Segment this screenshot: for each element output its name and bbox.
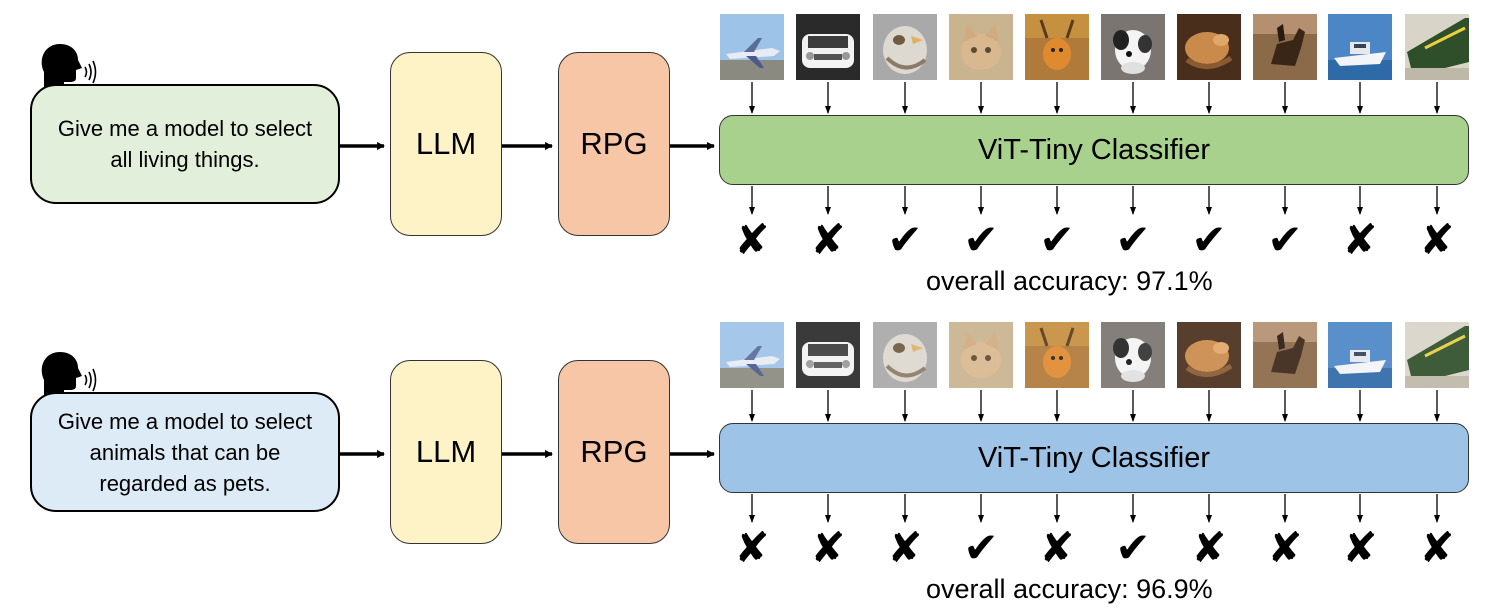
- check-mark-icon: ✔: [1115, 215, 1151, 264]
- llm-box: LLM: [390, 360, 502, 544]
- cross-mark-icon: ✘: [1419, 215, 1455, 264]
- bird-image: [873, 322, 937, 388]
- cross-mark-icon: ✘: [1342, 523, 1378, 572]
- cross-mark-icon: ✘: [887, 523, 923, 572]
- check-mark-icon: ✔: [887, 215, 923, 264]
- cross-mark-icon: ✘: [734, 523, 770, 572]
- truck-image: [1405, 322, 1469, 388]
- ship-image: [1328, 322, 1392, 388]
- accuracy-label: overall accuracy: 96.9%: [926, 574, 1213, 604]
- rpg-box: RPG: [558, 360, 670, 544]
- ship-image: [1328, 14, 1392, 80]
- check-mark-icon: ✔: [1191, 215, 1227, 264]
- automobile-image: [796, 14, 860, 80]
- deer-image: [1025, 14, 1089, 80]
- truck-image: [1405, 14, 1469, 80]
- classifier-box: ViT-Tiny Classifier: [719, 423, 1469, 493]
- airplane-image: [720, 14, 784, 80]
- dog-image: [1101, 14, 1165, 80]
- airplane-image: [720, 322, 784, 388]
- accuracy-label: overall accuracy: 97.1%: [926, 266, 1213, 296]
- cat-image: [949, 322, 1013, 388]
- deer-image: [1025, 322, 1089, 388]
- cross-mark-icon: ✘: [734, 215, 770, 264]
- connector-arrows: [340, 390, 1440, 523]
- cross-mark-icon: ✘: [1039, 523, 1075, 572]
- dog-image: [1101, 322, 1165, 388]
- speaking-head-icon: [36, 350, 100, 406]
- cross-mark-icon: ✘: [1419, 523, 1455, 572]
- check-mark-icon: ✔: [963, 523, 999, 572]
- cross-mark-icon: ✘: [1191, 523, 1227, 572]
- prompt-bubble: Give me a model to select animals that c…: [30, 392, 340, 512]
- prompt-bubble: Give me a model to select all living thi…: [30, 84, 340, 204]
- rpg-box: RPG: [558, 52, 670, 236]
- classifier-box: ViT-Tiny Classifier: [719, 115, 1469, 185]
- cross-mark-icon: ✘: [1342, 215, 1378, 264]
- cross-mark-icon: ✘: [810, 215, 846, 264]
- llm-box: LLM: [390, 52, 502, 236]
- pipeline-row: Give me a model to select animals that c…: [0, 308, 1494, 608]
- check-mark-icon: ✔: [963, 215, 999, 264]
- cross-mark-icon: ✘: [1267, 523, 1303, 572]
- check-mark-icon: ✔: [1267, 215, 1303, 264]
- automobile-image: [796, 322, 860, 388]
- connector-arrows: [340, 82, 1440, 215]
- cat-image: [949, 14, 1013, 80]
- cross-mark-icon: ✘: [810, 523, 846, 572]
- frog-image: [1177, 322, 1241, 388]
- horse-image: [1253, 14, 1317, 80]
- bird-image: [873, 14, 937, 80]
- check-mark-icon: ✔: [1039, 215, 1075, 264]
- check-mark-icon: ✔: [1115, 523, 1151, 572]
- speaking-head-icon: [36, 42, 100, 98]
- horse-image: [1253, 322, 1317, 388]
- frog-image: [1177, 14, 1241, 80]
- pipeline-row: Give me a model to select all living thi…: [0, 0, 1494, 300]
